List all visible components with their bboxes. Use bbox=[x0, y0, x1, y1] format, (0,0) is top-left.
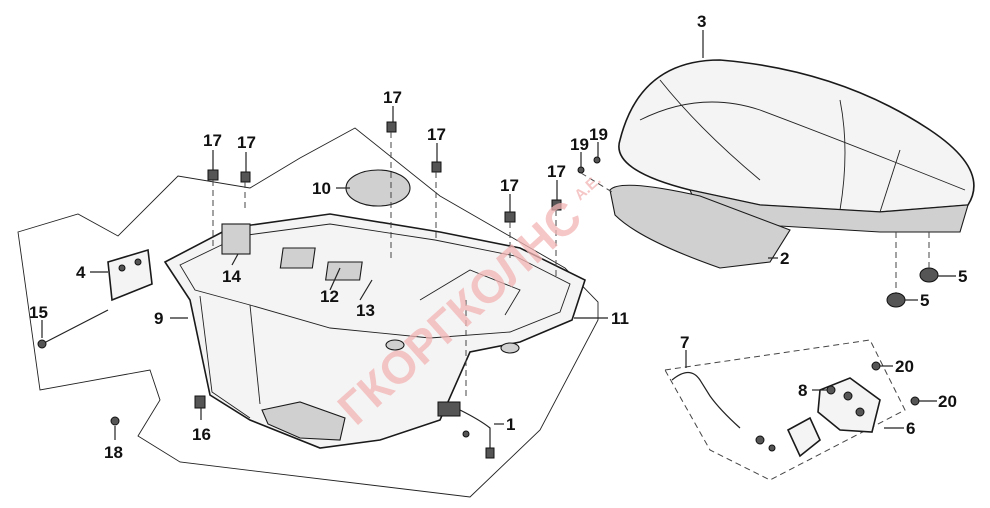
luggage-light-switch bbox=[437, 300, 495, 459]
seat-hinge-bracket bbox=[107, 248, 153, 302]
assembly-outline bbox=[17, 127, 599, 498]
callout-11: 11 bbox=[611, 309, 629, 328]
washer-19-b bbox=[593, 156, 601, 164]
callout-20-b: 20 bbox=[938, 392, 957, 411]
label-sticker-13 bbox=[325, 261, 363, 281]
callout-20-a: 20 bbox=[895, 357, 914, 376]
callout-14: 14 bbox=[222, 267, 241, 286]
callout-17-a: 17 bbox=[203, 131, 222, 150]
callout-1: 1 bbox=[506, 415, 515, 434]
callout-19-a: 19 bbox=[570, 135, 589, 154]
callout-6: 6 bbox=[906, 419, 915, 438]
luggage-box bbox=[163, 213, 586, 449]
callout-13: 13 bbox=[356, 301, 375, 320]
lock-assembly-outline bbox=[664, 339, 906, 481]
callout-5-b: 5 bbox=[920, 291, 929, 310]
label-sticker-12 bbox=[279, 247, 316, 269]
callout-12: 12 bbox=[320, 287, 339, 306]
callout-18: 18 bbox=[104, 443, 123, 462]
callout-16: 16 bbox=[192, 425, 211, 444]
lid-cover bbox=[345, 169, 411, 207]
callout-19-b: 19 bbox=[589, 125, 608, 144]
label-sticker-14 bbox=[221, 223, 251, 255]
callout-4: 4 bbox=[76, 263, 86, 282]
clip-16 bbox=[194, 395, 206, 409]
seat-base-plate bbox=[609, 184, 791, 269]
callout-17-f: 17 bbox=[547, 162, 566, 181]
callout-10: 10 bbox=[312, 179, 331, 198]
seat-lock-cable bbox=[671, 371, 741, 429]
watermark-suffix: A.E. bbox=[571, 172, 604, 204]
callout-7: 7 bbox=[680, 333, 689, 352]
long-bolt bbox=[37, 309, 109, 349]
leader-lines bbox=[41, 30, 956, 440]
bolt-17-d bbox=[431, 161, 442, 238]
rubber-stopper-a bbox=[919, 232, 939, 283]
bolt-20-a bbox=[871, 361, 881, 371]
callout-5-a: 5 bbox=[958, 267, 967, 286]
rubber-stopper-b bbox=[886, 232, 906, 308]
bolt-17-c bbox=[386, 121, 397, 258]
callout-15: 15 bbox=[29, 303, 48, 322]
bolt-17-b bbox=[240, 171, 251, 212]
callout-2: 2 bbox=[780, 249, 789, 268]
washer-19-a bbox=[577, 166, 585, 174]
callout-9: 9 bbox=[154, 309, 163, 328]
callout-3: 3 bbox=[697, 12, 706, 31]
washer-8 bbox=[826, 385, 836, 395]
callout-17-e: 17 bbox=[500, 176, 519, 195]
callout-17-d: 17 bbox=[427, 125, 446, 144]
callout-17-b: 17 bbox=[237, 133, 256, 152]
bolt-20-b bbox=[910, 396, 920, 406]
callout-17-c: 17 bbox=[383, 88, 402, 107]
screw-18 bbox=[110, 416, 120, 426]
callout-8: 8 bbox=[798, 381, 807, 400]
